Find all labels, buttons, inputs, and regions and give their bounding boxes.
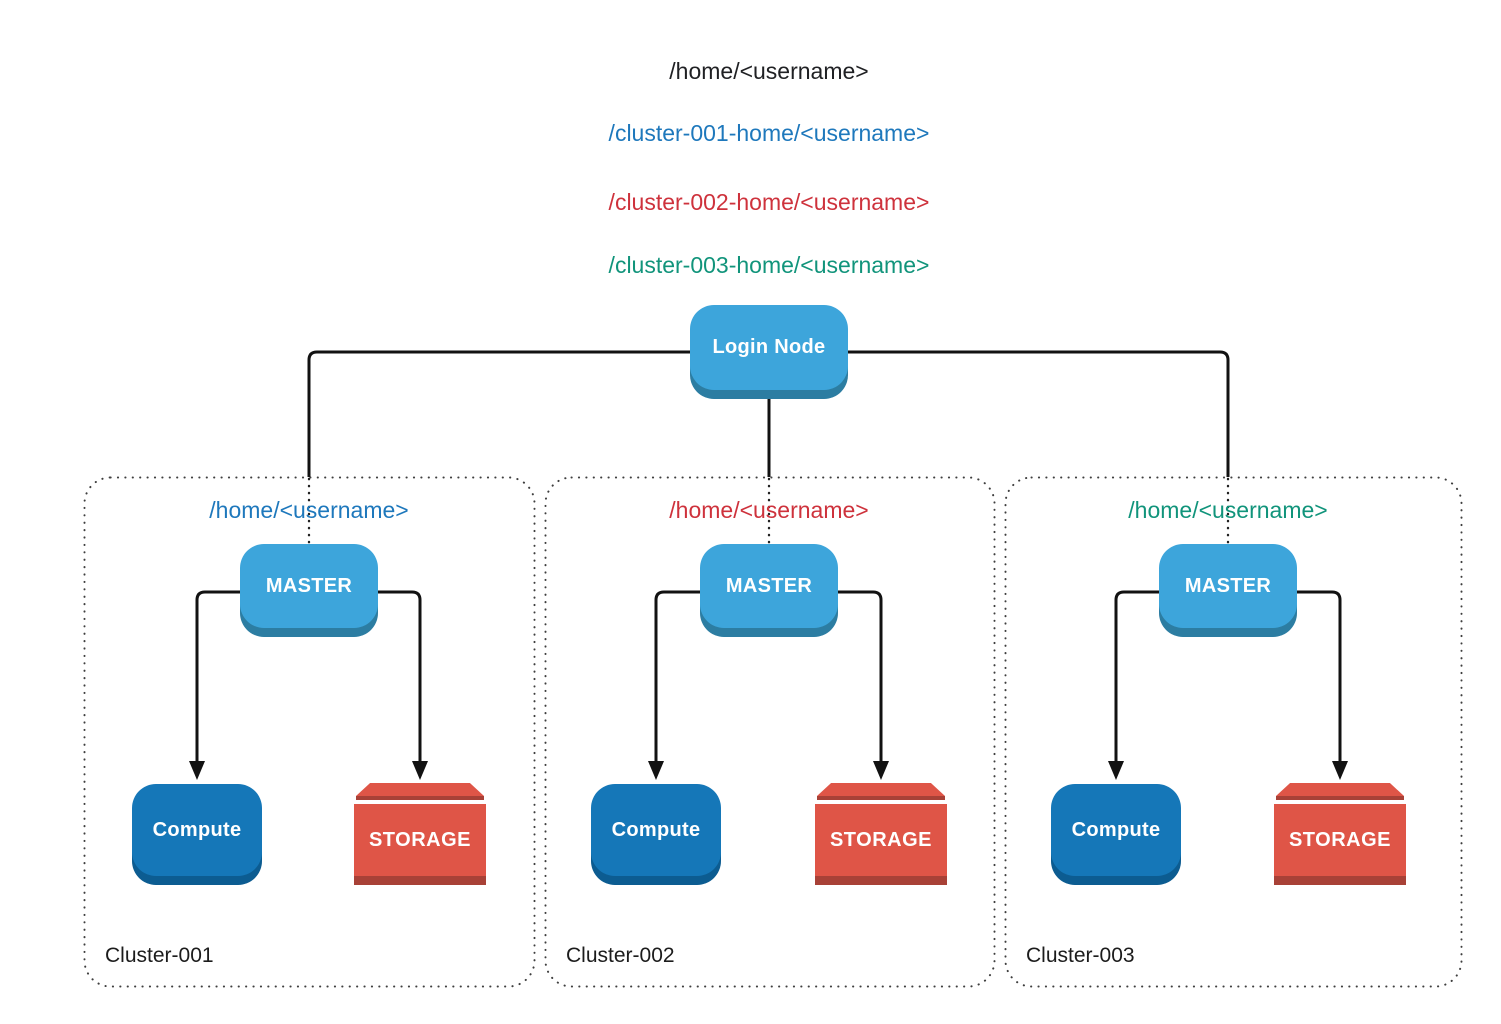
cluster-003-master-node: MASTER — [1159, 544, 1297, 628]
cluster-003-compute-node: Compute — [1051, 784, 1181, 876]
cluster-002-compute-node: Compute — [591, 784, 721, 876]
cluster-003-home-path-label: /home/<username> — [1128, 497, 1328, 523]
cluster-001-master-node: MASTER — [240, 544, 378, 628]
storage-lid-strip — [817, 796, 945, 800]
arrowhead-storage-002 — [873, 761, 889, 780]
connector-login-to-cluster-003 — [848, 350, 1230, 477]
cluster-002-storage-node: STORAGE — [815, 783, 947, 885]
storage-lid-strip — [356, 796, 484, 800]
storage-body: STORAGE — [354, 804, 486, 885]
storage-lid-strip — [1276, 796, 1404, 800]
connector-login-to-cluster-001 — [307, 350, 690, 477]
storage-lid — [356, 783, 484, 796]
cluster-001-compute-node: Compute — [132, 784, 262, 876]
cluster-002-border — [544, 476, 996, 988]
storage-body: STORAGE — [815, 804, 947, 885]
storage-body: STORAGE — [1274, 804, 1406, 885]
arrowhead-compute-002 — [648, 761, 664, 780]
cluster-001-name-label: Cluster-001 — [105, 944, 214, 967]
cluster-002-master-node: MASTER — [700, 544, 838, 628]
storage-lid — [817, 783, 945, 796]
login-node: Login Node — [690, 305, 848, 390]
cluster-002-home-path-label: /home/<username> — [669, 497, 869, 523]
cluster-001-border — [83, 476, 536, 988]
path-label-root: /home/<username> — [669, 58, 869, 84]
arrowhead-compute-003 — [1108, 761, 1124, 780]
path-label-cluster-002: /cluster-002-home/<username> — [608, 189, 930, 215]
arrowhead-compute-001 — [189, 761, 205, 780]
cluster-003-storage-node: STORAGE — [1274, 783, 1406, 885]
path-label-cluster-003: /cluster-003-home/<username> — [608, 252, 930, 278]
arrowhead-storage-001 — [412, 761, 428, 780]
cluster-002-name-label: Cluster-002 — [566, 944, 675, 967]
path-label-cluster-001: /cluster-001-home/<username> — [608, 120, 930, 146]
arrowhead-storage-003 — [1332, 761, 1348, 780]
cluster-003-name-label: Cluster-003 — [1026, 944, 1135, 967]
cluster-001-storage-node: STORAGE — [354, 783, 486, 885]
storage-lid — [1276, 783, 1404, 796]
cluster-001-home-path-label: /home/<username> — [209, 497, 409, 523]
cluster-003-border — [1004, 476, 1463, 988]
